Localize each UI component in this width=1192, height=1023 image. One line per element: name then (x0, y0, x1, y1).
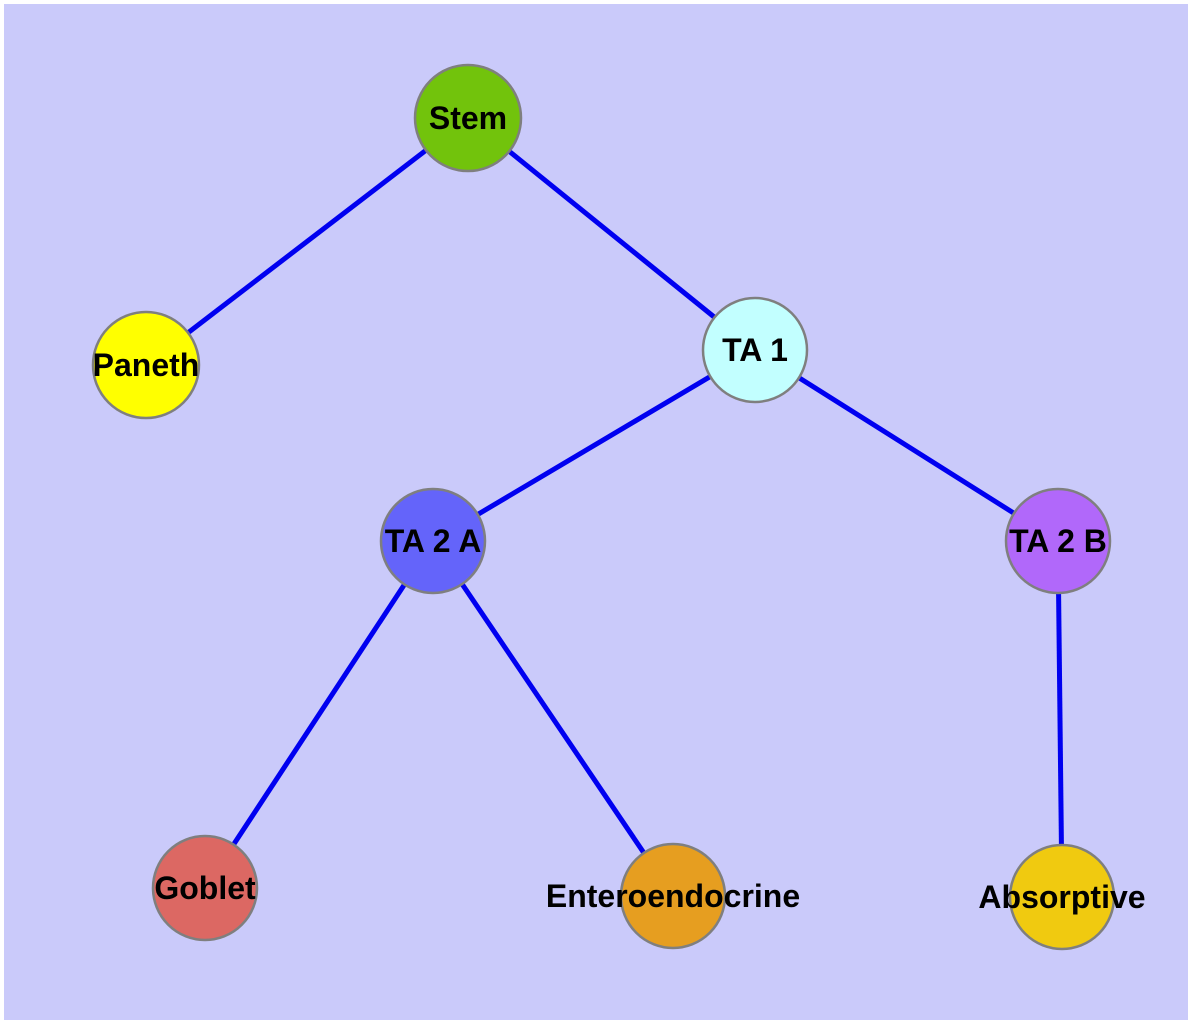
node-enteroendocrine: Enteroendocrine (546, 842, 800, 950)
edge-ta2a-goblet (202, 539, 436, 890)
node-label-goblet: Goblet (154, 870, 256, 906)
node-circle-stem (413, 63, 523, 173)
node-goblet: Goblet (151, 834, 259, 942)
edge-ta2b-absorptive (1055, 540, 1065, 898)
node-label-ta2a: TA 2 A (385, 523, 482, 559)
node-label-ta2b: TA 2 B (1009, 523, 1107, 559)
node-ta1: TA 1 (701, 296, 809, 404)
node-label-paneth: Paneth (93, 347, 200, 383)
node-ta2a: TA 2 A (379, 487, 487, 595)
node-circle-goblet (151, 834, 259, 942)
edge-ta1-ta2b (753, 347, 1060, 544)
node-ta2b: TA 2 B (1004, 487, 1112, 595)
edge-ta1-ta2a (431, 347, 757, 544)
edge-stem-ta1 (466, 116, 757, 352)
node-stem: Stem (413, 63, 523, 173)
node-paneth: Paneth (91, 310, 201, 420)
node-label-enteroendocrine: Enteroendocrine (546, 878, 800, 914)
node-circle-ta2b (1004, 487, 1112, 595)
edge-ta2a-enteroendocrine (430, 539, 676, 898)
node-absorptive: Absorptive (978, 843, 1146, 951)
node-circle-enteroendocrine (619, 842, 727, 950)
node-circle-absorptive (1008, 843, 1116, 951)
edge-stem-paneth (144, 116, 470, 367)
node-circle-ta2a (379, 487, 487, 595)
node-circle-ta1 (701, 296, 809, 404)
node-label-absorptive: Absorptive (978, 879, 1145, 915)
node-label-ta1: TA 1 (722, 332, 788, 368)
node-label-stem: Stem (429, 100, 507, 136)
node-circle-paneth (91, 310, 201, 420)
